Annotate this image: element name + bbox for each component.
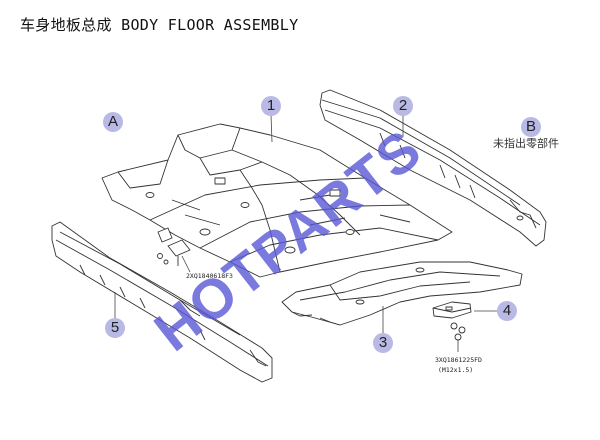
callout-4: 4 [497, 301, 517, 321]
left-fastener-group [157, 227, 191, 266]
callout-3: 3 [373, 333, 393, 353]
callout-a: A [103, 112, 123, 132]
right-side-sill [319, 89, 547, 247]
part-code-right-fastener: 3XQ1861225FD [435, 356, 482, 364]
callout-5: 5 [105, 318, 125, 338]
callout-b: B [521, 117, 541, 137]
callout-1: 1 [261, 96, 281, 116]
part-code-left-fastener: 2XQ1840618F3 [186, 272, 233, 280]
part-code-right-fastener-spec: (M12x1.5) [438, 366, 474, 374]
page-title: 车身地板总成 BODY FLOOR ASSEMBLY [20, 16, 299, 34]
callout-2: 2 [393, 96, 413, 116]
floor-panel [101, 123, 453, 278]
callout-b-description: 未指出零部件 [493, 137, 559, 150]
left-side-sill [51, 221, 273, 383]
small-bracket [432, 301, 472, 319]
nut-group [450, 322, 466, 341]
rear-crossmember [281, 261, 523, 326]
leader-lines [114, 114, 498, 352]
